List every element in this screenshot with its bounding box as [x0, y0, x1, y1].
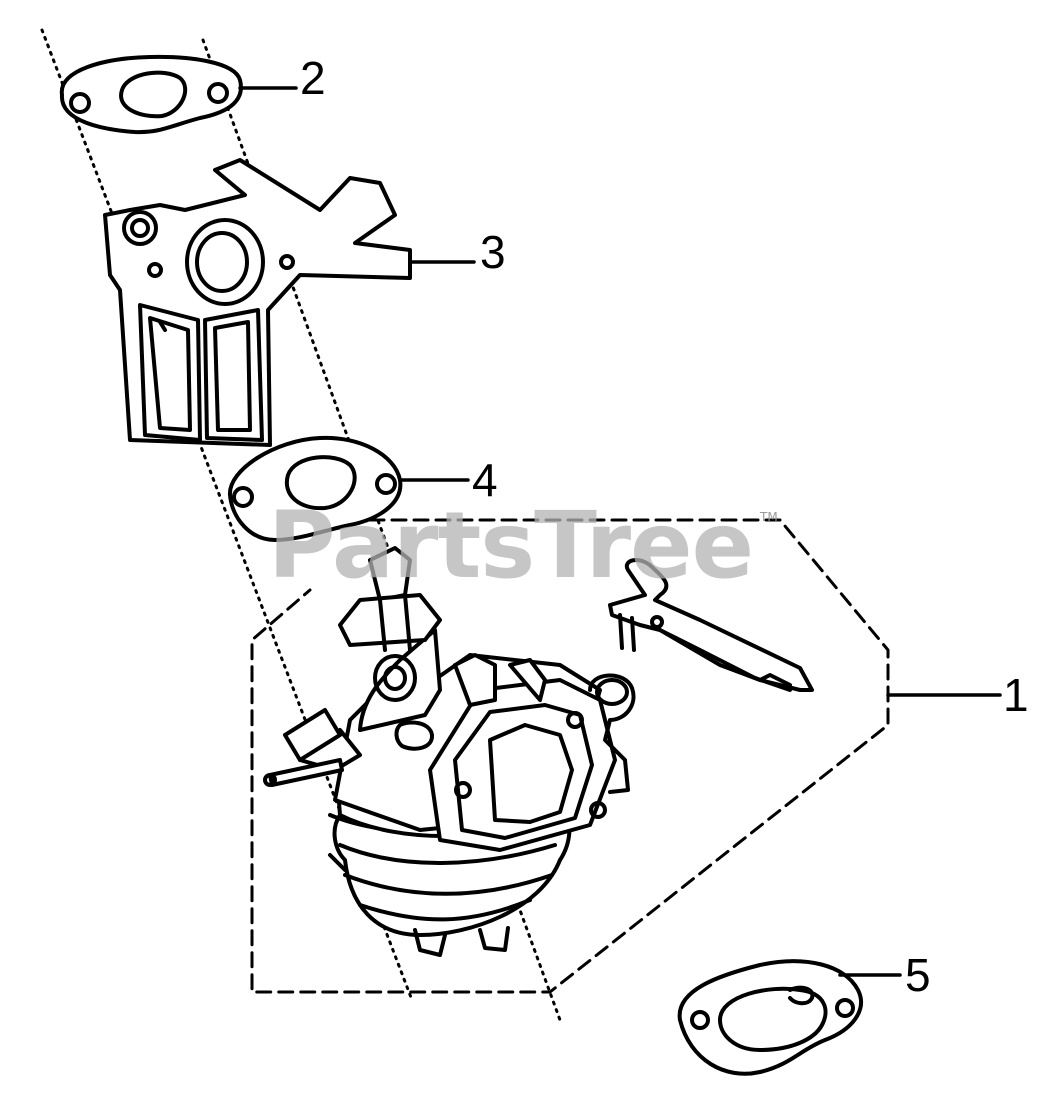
leader-lines — [238, 86, 1002, 977]
watermark-trademark: TM — [760, 510, 778, 524]
callout-5: 5 — [905, 949, 931, 1001]
watermark-text: PartsTree — [268, 492, 754, 599]
part-5-gasket — [677, 959, 863, 1076]
callout-2: 2 — [300, 52, 326, 104]
part-2-gasket — [59, 54, 243, 135]
part-4-gasket — [228, 435, 403, 542]
part-1-choke-lever — [608, 558, 814, 692]
callout-4: 4 — [472, 454, 498, 506]
part-3-insulator-bracket — [103, 158, 412, 447]
kit-boundary — [250, 518, 890, 994]
callout-1: 1 — [1003, 669, 1029, 721]
callout-3: 3 — [480, 226, 506, 278]
part-1-carburetor — [263, 546, 636, 957]
